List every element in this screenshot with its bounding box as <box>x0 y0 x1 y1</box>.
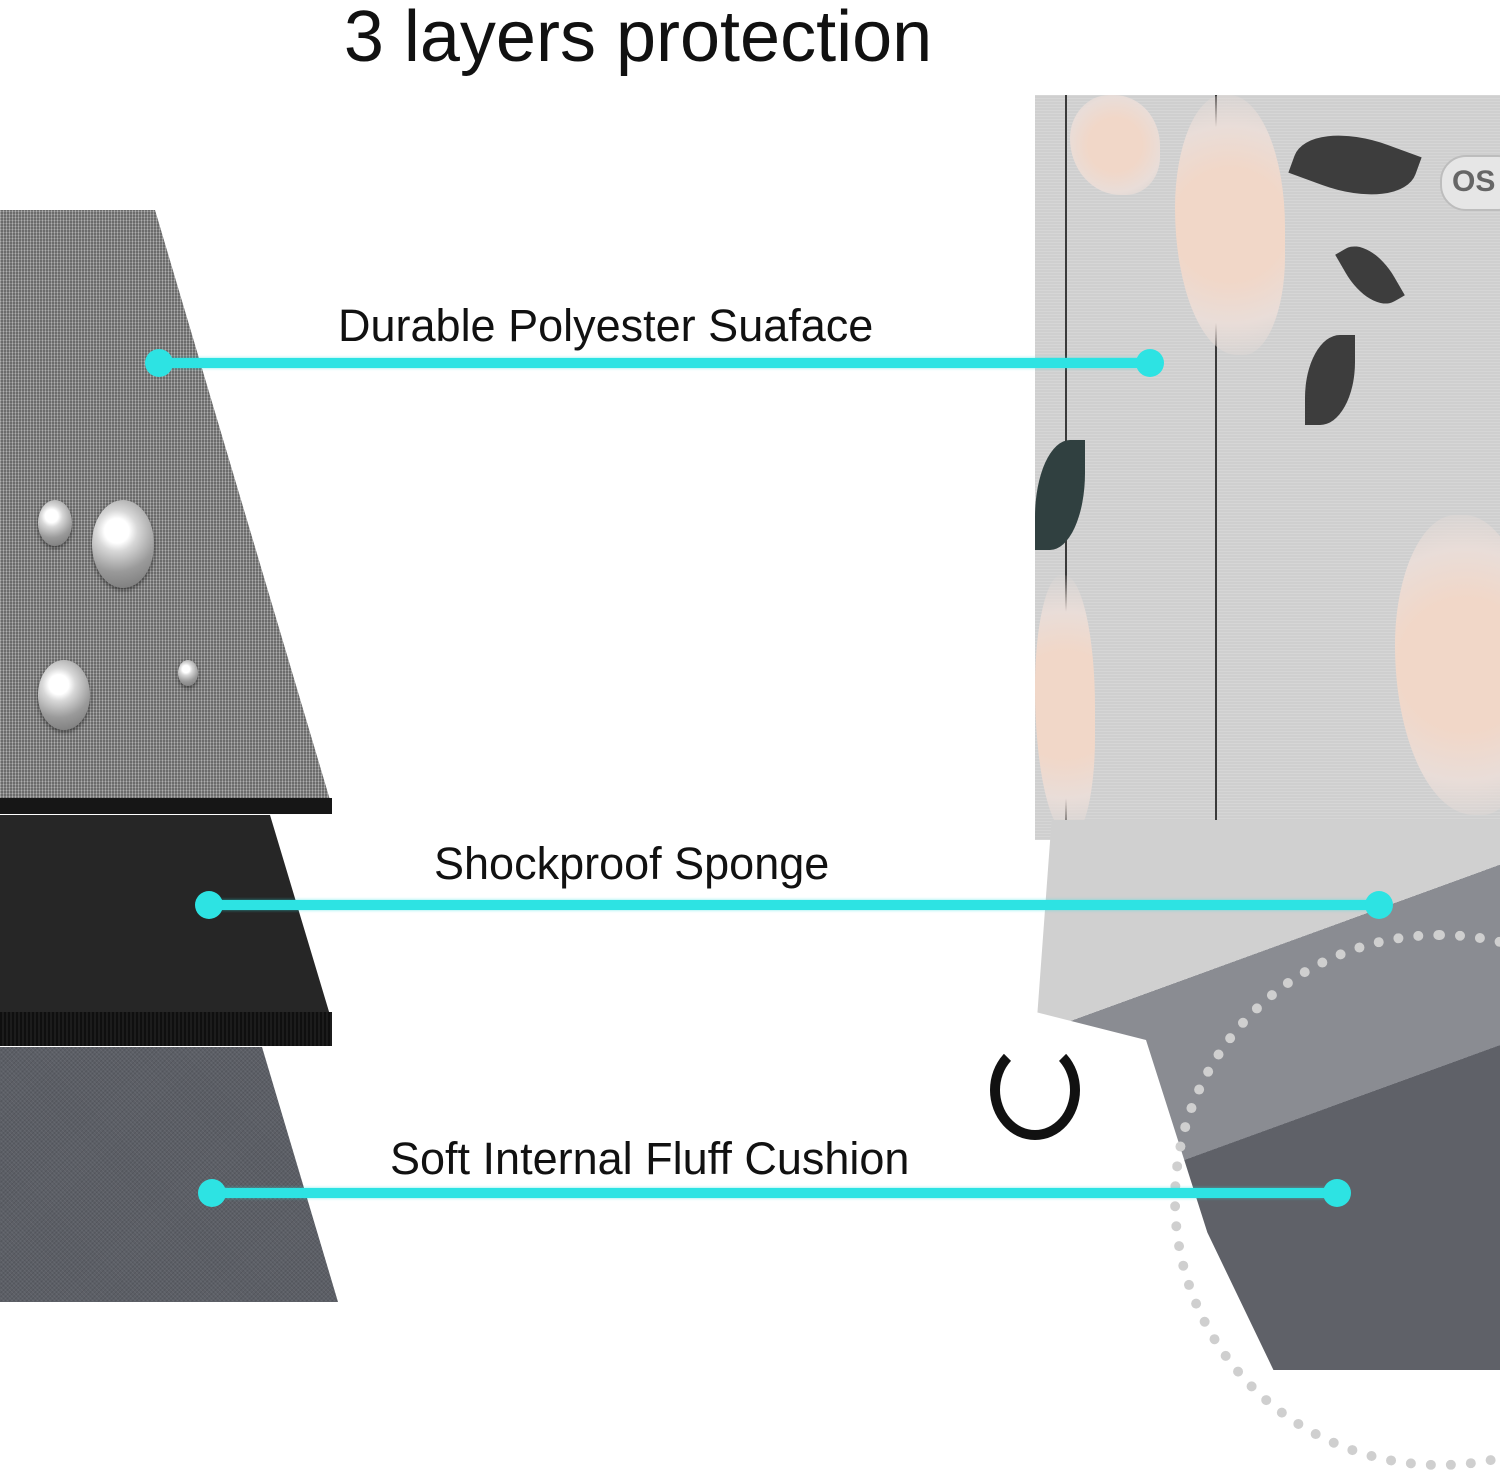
callout-dot-icon <box>1136 349 1164 377</box>
fluff-layer-swatch <box>0 1047 338 1302</box>
brand-logo: OS <box>1452 165 1496 198</box>
callout-line-sponge <box>210 900 1380 910</box>
water-droplet <box>92 500 154 588</box>
d-ring-icon <box>990 1040 1080 1140</box>
layer-label-polyester: Durable Polyester Suaface <box>338 300 874 351</box>
callout-line-fluff <box>212 1188 1337 1198</box>
laptop-sleeve-photo <box>1035 95 1500 840</box>
polyester-layer-edge <box>0 798 332 814</box>
water-droplet <box>178 660 198 686</box>
callout-dot-icon <box>195 891 223 919</box>
water-droplet <box>38 660 90 730</box>
page-title: 3 layers protection <box>343 0 933 77</box>
water-droplet <box>38 500 72 546</box>
callout-dot-icon <box>145 349 173 377</box>
sponge-layer-edge <box>0 1012 332 1046</box>
callout-line-polyester <box>160 358 1150 368</box>
callout-dot-icon <box>1365 891 1393 919</box>
layer-label-fluff: Soft Internal Fluff Cushion <box>390 1133 910 1184</box>
sponge-layer-swatch <box>0 815 330 1015</box>
brand-logo-tag: OS <box>1440 155 1500 211</box>
layer-label-sponge: Shockproof Sponge <box>434 838 830 889</box>
callout-dot-icon <box>1323 1179 1351 1207</box>
callout-dot-icon <box>198 1179 226 1207</box>
